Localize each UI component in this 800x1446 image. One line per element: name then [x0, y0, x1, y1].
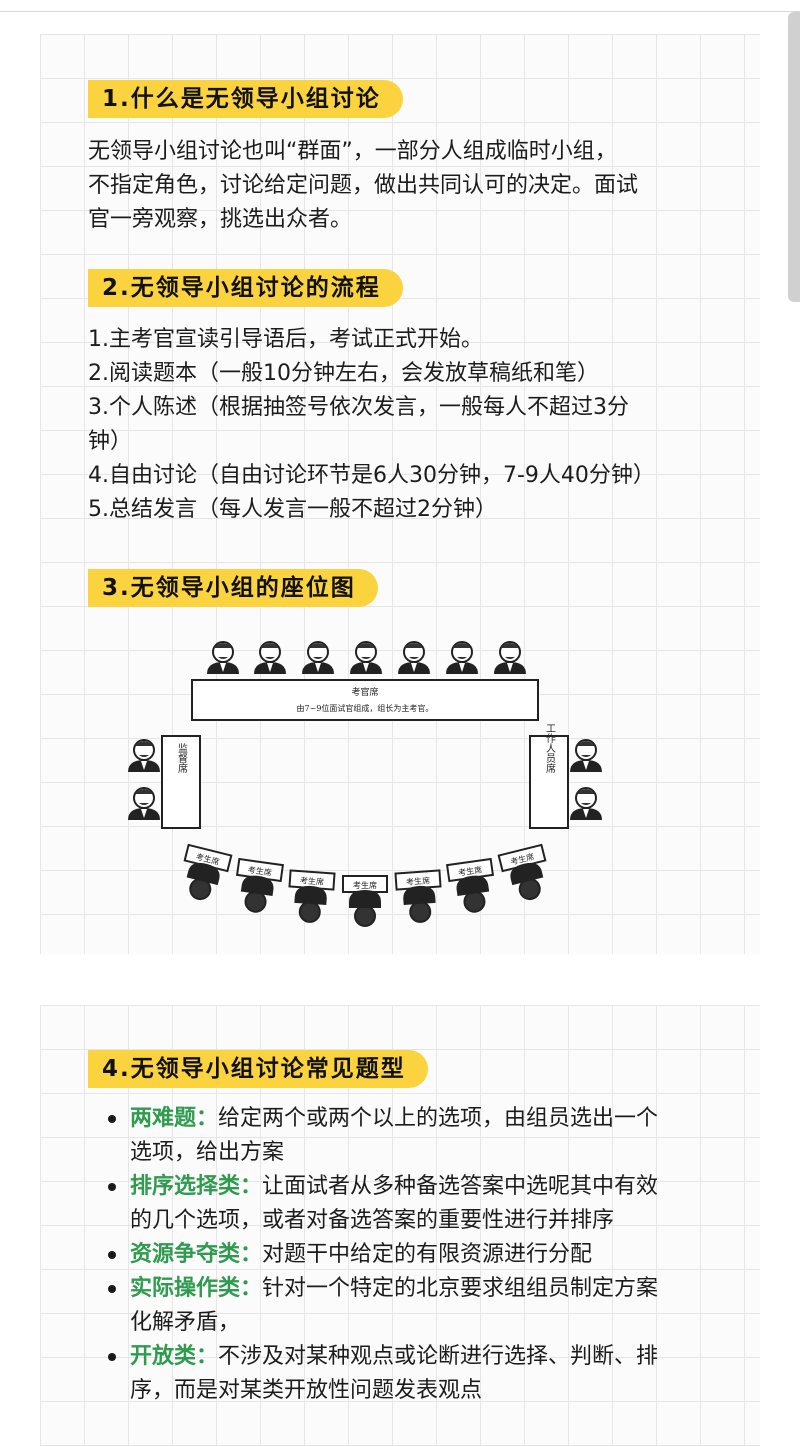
question-type-desc: 对题干中给定的有限资源进行分配	[262, 1242, 593, 1267]
card-gap	[0, 955, 800, 1005]
question-type-term: 两难题：	[130, 1106, 219, 1131]
examiner-icon	[397, 641, 431, 675]
supervisor-icon	[127, 787, 161, 821]
supervisor-desk	[161, 735, 201, 829]
question-type-desc: 让面试者从多种备选答案中选呢其中有效	[262, 1174, 659, 1199]
staff-icon	[569, 787, 603, 821]
examiner-table-title: 考官席	[351, 686, 378, 698]
question-type-desc: 化解矛盾，	[130, 1310, 241, 1335]
list-item: 开放类：不涉及对某种观点或论断进行选择、判断、排 序，而是对某类开放性问题发表观…	[106, 1340, 746, 1408]
examiner-icon	[301, 641, 335, 675]
candidate-desk-label: 考生席	[406, 875, 431, 887]
candidate-icon	[453, 872, 493, 915]
question-type-term: 排序选择类：	[130, 1174, 263, 1199]
section-1-line: 不指定角色，讨论给定问题，做出共同认可的决定。面试	[88, 173, 639, 198]
question-type-desc: 针对一个特定的北京要求组组员制定方案	[262, 1276, 659, 1301]
list-item: 资源争夺类：对题干中给定的有限资源进行分配	[106, 1238, 746, 1272]
staff-desk	[529, 735, 569, 829]
examiner-icon	[493, 641, 527, 675]
question-type-term: 开放类：	[130, 1344, 219, 1369]
process-step: 2.阅读题本（一般10分钟左右，会发放草稿纸和笔）	[88, 361, 599, 386]
candidate-icon	[237, 872, 277, 915]
question-type-desc: 选项，给出方案	[130, 1140, 285, 1165]
list-item: 排序选择类：让面试者从多种备选答案中选呢其中有效 的几个选项，或者对备选答案的重…	[106, 1170, 746, 1238]
candidate-desk-label: 考生席	[458, 864, 483, 877]
candidate-icon	[401, 883, 438, 925]
candidate-desk-label: 考生席	[300, 875, 325, 887]
examiner-table	[191, 679, 539, 721]
question-type-desc: 序，而是对某类开放性问题发表观点	[130, 1378, 483, 1403]
process-step: 钟）	[88, 429, 133, 454]
candidate-icon	[292, 883, 329, 925]
infographic-card-top	[40, 34, 760, 954]
list-item: 两难题：给定两个或两个以上的选项，由组员选出一个 选项，给出方案	[106, 1102, 746, 1170]
process-step: 3.个人陈述（根据抽签号依次发言，一般每人不超过3分	[88, 395, 629, 420]
top-bar	[0, 0, 800, 12]
section-3-heading: 3.无领导小组的座位图	[88, 569, 378, 607]
question-type-term: 资源争夺类：	[130, 1242, 263, 1267]
staff-icon	[569, 739, 603, 773]
supervisor-desk-label: 监督席	[176, 742, 188, 774]
question-type-list: 两难题：给定两个或两个以上的选项，由组员选出一个 选项，给出方案 排序选择类：让…	[106, 1102, 746, 1408]
examiner-icons	[206, 641, 527, 675]
examiner-icon	[349, 641, 383, 675]
supervisor-icon	[127, 739, 161, 773]
section-2-body: 1.主考官宣读引导语后，考试正式开始。 2.阅读题本（一般10分钟左右，会发放草…	[88, 323, 728, 527]
process-step: 4.自由讨论（自由讨论环节是6人30分钟，7-9人40分钟）	[88, 463, 655, 488]
process-step: 5.总结发言（每人发言一般不超过2分钟）	[88, 497, 497, 522]
section-2-heading: 2.无领导小组讨论的流程	[88, 269, 403, 307]
section-1-line: 官一旁观察，挑选出众者。	[88, 207, 353, 232]
question-type-desc: 给定两个或两个以上的选项，由组员选出一个	[218, 1106, 659, 1131]
candidate-desk-label: 考生席	[247, 864, 272, 877]
staff-desk-label: 工作人员席	[544, 723, 556, 774]
candidate-desk-label: 考生席	[353, 880, 377, 890]
scroll-indicator[interactable]	[788, 12, 800, 302]
candidate-icon	[348, 889, 382, 927]
section-1-body: 无领导小组讨论也叫“群面”，一部分人组成临时小组， 不指定角色，讨论给定问题，做…	[88, 135, 728, 237]
seating-diagram: 考官席 由7~9位面试官组成，组长为主考官。 监督席 工作人员席 考生席 考生席…	[127, 641, 603, 927]
examiner-icon	[253, 641, 287, 675]
examiner-table-note: 由7~9位面试官组成，组长为主考官。	[297, 703, 434, 713]
question-type-term: 实际操作类：	[130, 1276, 263, 1301]
question-type-desc: 的几个选项，或者对备选答案的重要性进行并排序	[130, 1208, 615, 1233]
section-4-heading: 4.无领导小组讨论常见题型	[88, 1050, 428, 1088]
question-type-desc: 不涉及对某种观点或论断进行选择、判断、排	[218, 1344, 659, 1369]
list-item: 实际操作类：针对一个特定的北京要求组组员制定方案 化解矛盾，	[106, 1272, 746, 1340]
examiner-icon	[445, 641, 479, 675]
section-1-line: 无领导小组讨论也叫“群面”，一部分人组成临时小组，	[88, 139, 617, 164]
examiner-icon	[206, 641, 240, 675]
process-step: 1.主考官宣读引导语后，考试正式开始。	[88, 327, 483, 352]
candidate-desks: 考生席 考生席 考生席 考生席 考生席 考生席	[181, 843, 549, 927]
section-1-heading: 1.什么是无领导小组讨论	[88, 80, 403, 118]
